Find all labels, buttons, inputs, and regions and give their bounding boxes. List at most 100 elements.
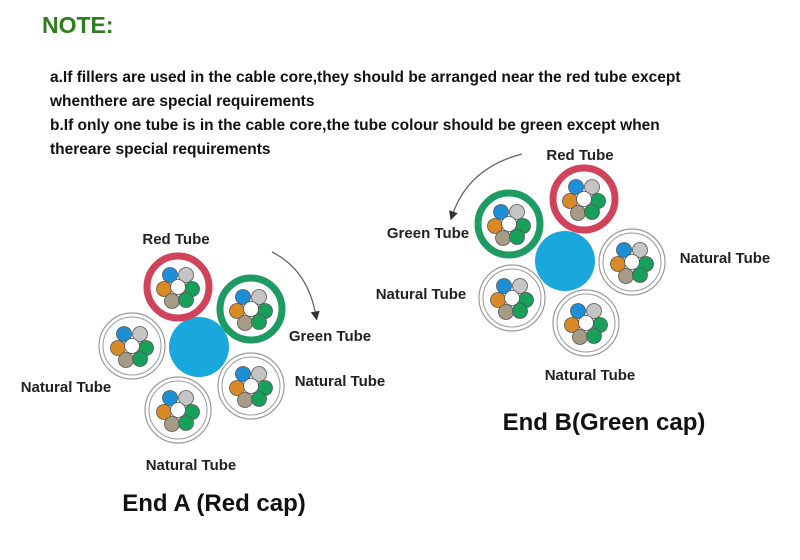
end-b-rotation-arrow	[449, 153, 523, 221]
fiber-blue	[235, 289, 251, 305]
fiber-blue	[568, 179, 584, 195]
natural-tube-fibers	[610, 242, 654, 284]
end-a-label-natural-right: Natural Tube	[295, 373, 386, 390]
fiber-green	[586, 328, 602, 344]
end-b-natural-tube-right	[598, 228, 666, 296]
end-a-natural-tube-bottom	[144, 376, 212, 444]
fiber-center	[624, 254, 640, 270]
fiber-brown	[164, 416, 180, 432]
end-a-caption: End A (Red cap)	[122, 490, 306, 517]
green-tube-fibers	[229, 289, 273, 331]
red-tube-fibers	[156, 267, 200, 309]
fiber-blue	[493, 204, 509, 220]
end-a-label-red: Red Tube	[142, 231, 209, 248]
fiber-brown	[570, 205, 586, 221]
fiber-blue	[162, 267, 178, 283]
end-a-label-natural-bottom: Natural Tube	[146, 457, 237, 474]
fiber-grey	[632, 242, 648, 258]
fiber-grey	[512, 278, 528, 294]
fiber-grey	[178, 390, 194, 406]
fiber-grey	[251, 366, 267, 382]
end-b-diagram: Red Tube Green Tube Natural Tube Natural…	[376, 147, 771, 436]
fiber-center	[170, 402, 186, 418]
fiber-grey	[251, 289, 267, 305]
fiber-center	[578, 315, 594, 331]
note-line-a2: whenthere are special requirements	[50, 93, 315, 110]
fiber-green	[178, 415, 194, 431]
end-b-label-natural-right: Natural Tube	[680, 250, 771, 267]
fiber-blue	[570, 303, 586, 319]
fiber-blue	[162, 390, 178, 406]
note-line-b2: thereare special requirements	[50, 141, 271, 158]
fiber-brown	[118, 352, 134, 368]
natural-tube-fibers	[564, 303, 608, 345]
natural-tube-inner-ring	[102, 316, 162, 376]
fiber-green	[632, 267, 648, 283]
fiber-blue	[616, 242, 632, 258]
fiber-green	[132, 351, 148, 367]
note-line-b1: b.If only one tube is in the cable core,…	[50, 117, 660, 134]
fiber-grey	[586, 303, 602, 319]
note-text: a.If fillers are used in the cable core,…	[50, 66, 770, 162]
natural-tube-fibers	[110, 326, 154, 368]
end-a-diagram: Red Tube Green Tube Natural Tube Natural…	[21, 231, 386, 517]
natural-tube-fibers	[229, 366, 273, 408]
fiber-brown	[237, 392, 253, 408]
fiber-green	[178, 292, 194, 308]
end-b-natural-tube-bottom	[552, 289, 620, 357]
fiber-brown	[495, 230, 511, 246]
fiber-grey	[509, 204, 525, 220]
end-b-label-red: Red Tube	[546, 147, 613, 164]
natural-tube-inner-ring	[602, 232, 662, 292]
fiber-blue	[496, 278, 512, 294]
end-b-caption: End B(Green cap)	[503, 409, 706, 436]
fiber-center	[243, 301, 259, 317]
fiber-green	[251, 314, 267, 330]
fiber-center	[243, 378, 259, 394]
end-b-label-green: Green Tube	[387, 225, 469, 242]
fiber-green	[509, 229, 525, 245]
fiber-green	[512, 303, 528, 319]
natural-tube-inner-ring	[221, 356, 281, 416]
end-a-label-green: Green Tube	[289, 328, 371, 345]
natural-tube-fibers	[156, 390, 200, 432]
fiber-green	[584, 204, 600, 220]
fiber-center	[501, 216, 517, 232]
red-tube-fibers	[562, 179, 606, 221]
end-b-red-tube	[549, 164, 619, 234]
end-a-natural-tube-left	[98, 312, 166, 380]
fiber-brown	[572, 329, 588, 345]
green-tube-fibers	[487, 204, 531, 246]
end-a-green-tube	[216, 274, 286, 344]
natural-tube-inner-ring	[482, 268, 542, 328]
fiber-blue	[116, 326, 132, 342]
note-title: NOTE:	[42, 12, 114, 38]
natural-tube-fibers	[490, 278, 534, 320]
fiber-grey	[584, 179, 600, 195]
fiber-grey	[178, 267, 194, 283]
end-b-natural-tube-left	[478, 264, 546, 332]
natural-tube-inner-ring	[148, 380, 208, 440]
fiber-brown	[618, 268, 634, 284]
fiber-center	[124, 338, 140, 354]
fiber-brown	[164, 293, 180, 309]
fiber-center	[576, 191, 592, 207]
fiber-brown	[237, 315, 253, 331]
fiber-grey	[132, 326, 148, 342]
end-b-label-natural-left: Natural Tube	[376, 286, 467, 303]
fiber-center	[504, 290, 520, 306]
end-a-label-natural-left: Natural Tube	[21, 379, 112, 396]
end-a-rotation-arrow	[271, 251, 320, 321]
end-b-filler	[535, 231, 595, 291]
end-a-natural-tube-right	[217, 352, 285, 420]
note-line-a1: a.If fillers are used in the cable core,…	[50, 69, 681, 86]
end-a-filler	[169, 317, 229, 377]
fiber-green	[251, 391, 267, 407]
end-b-green-tube	[474, 189, 544, 259]
fiber-blue	[235, 366, 251, 382]
fiber-brown	[498, 304, 514, 320]
end-a-red-tube	[143, 252, 213, 322]
natural-tube-inner-ring	[556, 293, 616, 353]
fiber-center	[170, 279, 186, 295]
